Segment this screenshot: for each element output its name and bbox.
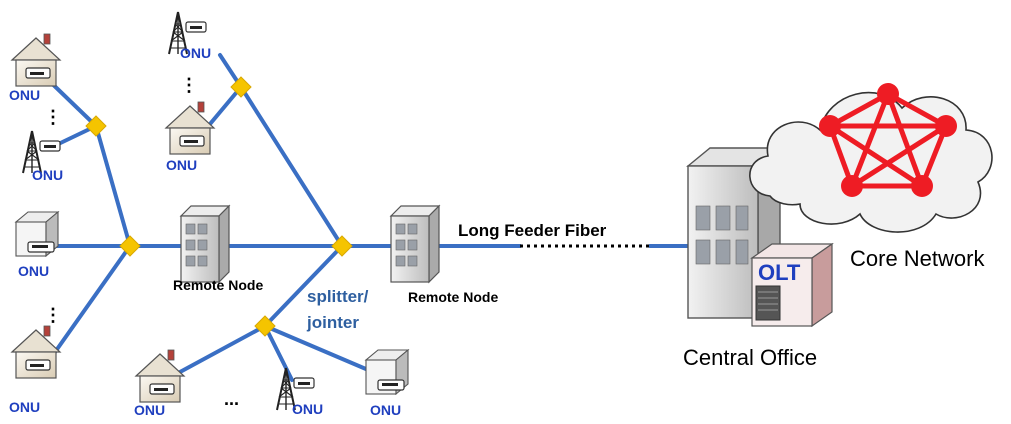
jointer-label: jointer	[307, 313, 359, 332]
ellipsis-vertical: ⋮	[180, 75, 198, 95]
onu-label: ONU	[180, 45, 212, 61]
remote-node-label: Remote Node	[173, 277, 264, 293]
onu-label: ONU	[32, 167, 64, 183]
ellipsis-vertical: ⋮	[44, 305, 62, 325]
onu-label: ONU	[9, 87, 41, 103]
splitter-label: splitter/	[307, 287, 369, 306]
core-network-label: Core Network	[850, 246, 985, 271]
ellipsis-horizontal: ...	[224, 389, 240, 409]
remote-node-label: Remote Node	[408, 289, 499, 305]
onu-label: ONU	[166, 157, 198, 173]
ellipsis-vertical: ⋮	[44, 107, 62, 127]
feeder-fiber-label: Long Feeder Fiber	[458, 221, 607, 240]
olt-label: OLT	[758, 260, 801, 285]
onu-label: ONU	[134, 402, 166, 418]
onu-label: ONU	[370, 402, 402, 418]
central-office-label: Central Office	[683, 345, 818, 370]
onu-label: ONU	[18, 263, 50, 279]
onu-label: ONU	[292, 401, 324, 417]
onu-label: ONU	[9, 399, 41, 415]
